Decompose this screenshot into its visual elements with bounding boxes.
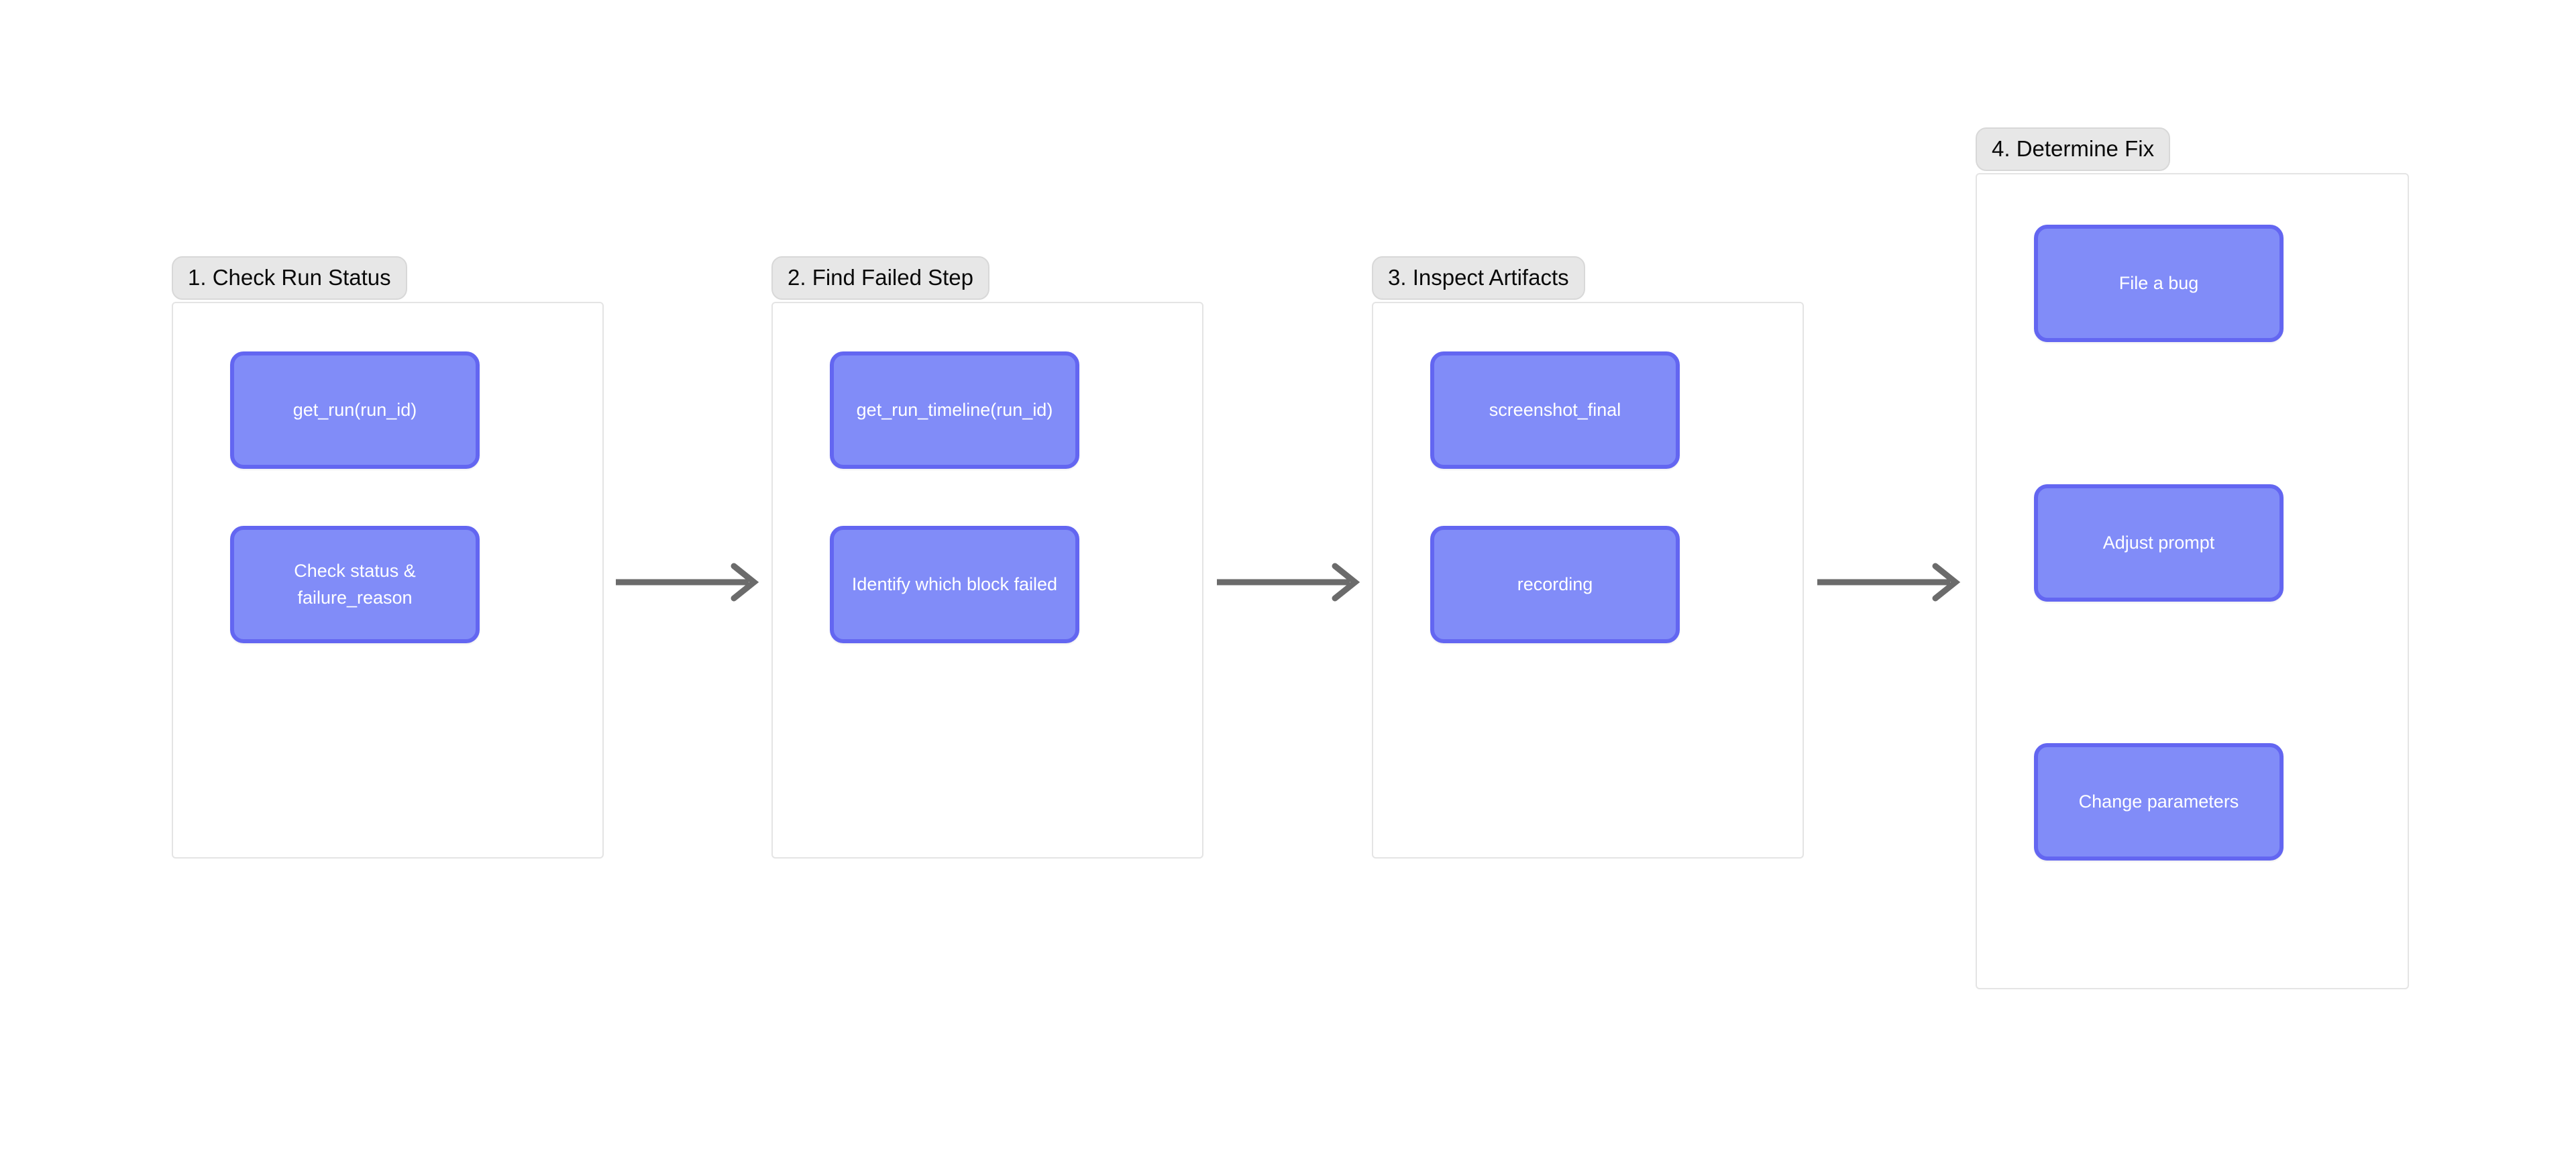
node-label: get_run(run_id)	[292, 399, 417, 420]
group-inspect-artifacts: 3. Inspect Artifacts screenshot_final re…	[1372, 256, 1804, 859]
node-file-a-bug[interactable]: File a bug	[2034, 225, 2284, 342]
node-adjust-prompt[interactable]: Adjust prompt	[2034, 484, 2284, 602]
node-check-status[interactable]: Check status & failure_reason	[230, 526, 480, 643]
node-label: Adjust prompt	[2102, 532, 2215, 553]
node-get-run-timeline[interactable]: get_run_timeline(run_id)	[830, 351, 1079, 469]
node-label: screenshot_final	[1489, 399, 1621, 420]
node-change-parameters[interactable]: Change parameters	[2034, 743, 2284, 861]
group-body-1: get_run(run_id) Check status & failure_r…	[172, 302, 604, 859]
node-label: Change parameters	[2078, 791, 2239, 812]
arrow-group2-to-group3	[1216, 562, 1362, 602]
arrow-group3-to-group4	[1816, 562, 1962, 602]
node-label: File a bug	[2118, 272, 2199, 293]
group-check-run-status: 1. Check Run Status get_run(run_id) Chec…	[172, 256, 604, 859]
group-body-3: screenshot_final recording	[1372, 302, 1804, 859]
group-label-1: 1. Check Run Status	[172, 256, 407, 300]
node-get-run[interactable]: get_run(run_id)	[230, 351, 480, 469]
node-label: Identify which block failed	[851, 573, 1058, 594]
group-label-2: 2. Find Failed Step	[771, 256, 989, 300]
group-find-failed-step: 2. Find Failed Step get_run_timeline(run…	[771, 256, 1203, 859]
node-label: get_run_timeline(run_id)	[856, 399, 1053, 420]
arrow-group1-to-group2	[614, 562, 761, 602]
node-label: Check status & failure_reason	[294, 561, 416, 608]
node-identify-block[interactable]: Identify which block failed	[830, 526, 1079, 643]
group-body-4: File a bug Adjust prompt Change paramete…	[1976, 173, 2409, 989]
node-label: recording	[1517, 573, 1593, 594]
group-determine-fix: 4. Determine Fix File a bug Adjust promp…	[1976, 127, 2409, 989]
node-recording[interactable]: recording	[1430, 526, 1680, 643]
node-screenshot-final[interactable]: screenshot_final	[1430, 351, 1680, 469]
group-label-3: 3. Inspect Artifacts	[1372, 256, 1585, 300]
group-body-2: get_run_timeline(run_id) Identify which …	[771, 302, 1203, 859]
group-label-4: 4. Determine Fix	[1976, 127, 2171, 171]
